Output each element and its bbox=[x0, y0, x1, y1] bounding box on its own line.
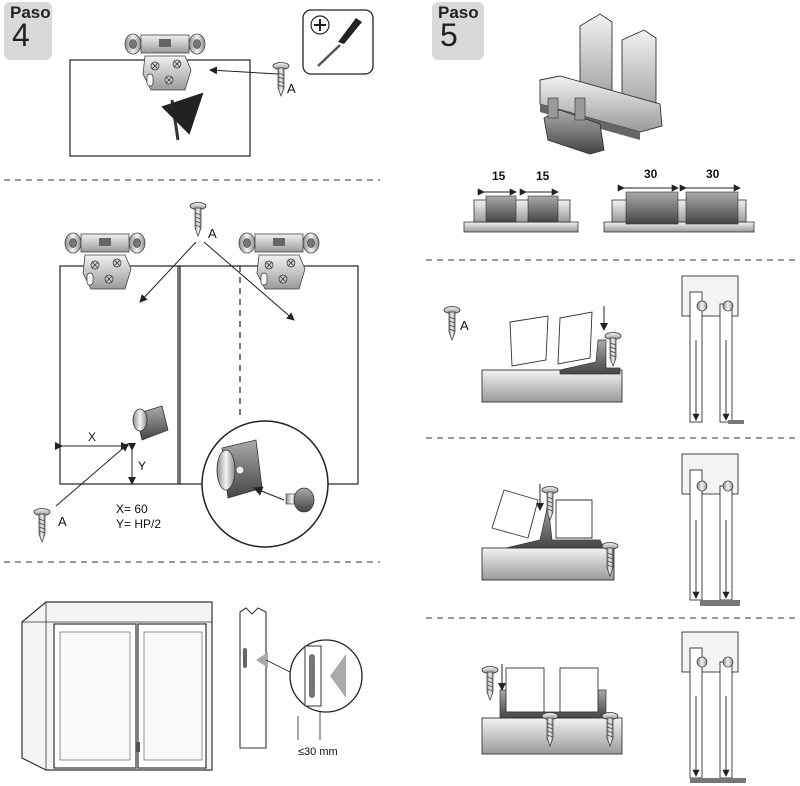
step-5-badge: Paso 5 bbox=[432, 2, 484, 60]
dim-15-left: 15 bbox=[492, 169, 506, 183]
screw-label-a-4: A bbox=[460, 318, 469, 333]
y-dim-label: Y bbox=[138, 459, 146, 473]
track-profile-30: 30 30 bbox=[603, 167, 755, 233]
clearance-label: ≤30 mm bbox=[298, 746, 338, 758]
step-5-number: 5 bbox=[440, 17, 458, 53]
x-dim-label: X bbox=[88, 430, 96, 444]
step-4-number: 4 bbox=[12, 17, 30, 53]
wardrobe-icon bbox=[21, 601, 213, 771]
step-5-label: Paso bbox=[438, 3, 479, 22]
screw-label-a-2: A bbox=[208, 226, 217, 241]
step5-row1: A bbox=[443, 306, 623, 403]
step-4-label: Paso bbox=[10, 3, 51, 22]
step5-row2 bbox=[481, 453, 740, 606]
step5-row3 bbox=[481, 631, 746, 783]
section-dividers bbox=[4, 179, 796, 619]
track-profile-icon bbox=[681, 275, 744, 424]
x-value: X= 60 bbox=[116, 502, 148, 516]
guide-block-iso bbox=[539, 13, 663, 155]
step4-door-panel: A X Y A X= 60 Y= HP/2 bbox=[33, 202, 359, 548]
y-value: Y= HP/2 bbox=[116, 517, 161, 531]
dim-30-right: 30 bbox=[706, 167, 720, 181]
dim-15-right: 15 bbox=[536, 169, 550, 183]
screw-label-a-3: A bbox=[58, 514, 67, 529]
step4-top-panel: A bbox=[69, 9, 374, 157]
dim-30-left: 30 bbox=[644, 167, 658, 181]
screwdriver-icon bbox=[302, 9, 374, 75]
guide-block-icon bbox=[132, 405, 169, 441]
step-4-badge: Paso 4 bbox=[4, 2, 52, 60]
screw-label-a: A bbox=[287, 81, 296, 96]
track-profile-15: 15 15 bbox=[463, 169, 579, 233]
clearance-detail: ≤30 mm bbox=[239, 607, 363, 758]
